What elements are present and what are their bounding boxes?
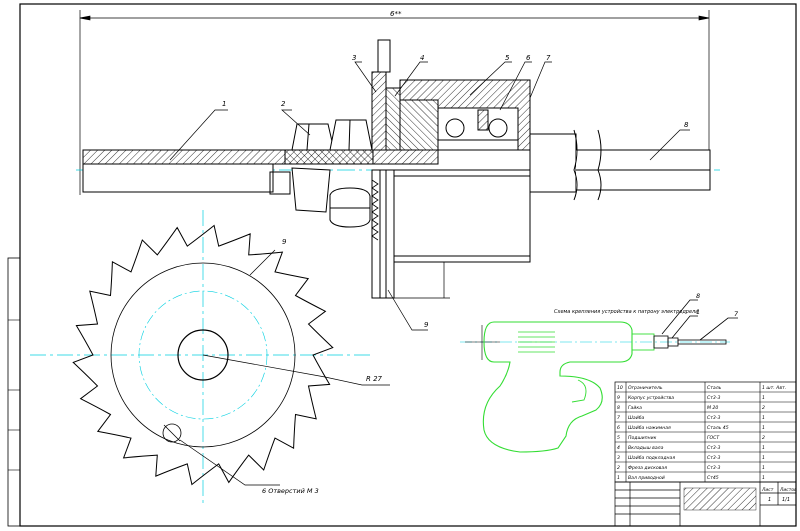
bom-cell-pos: 10 [617,385,623,391]
drill-callout-7: 7 [734,310,739,318]
bom-cell-material: Сталь [707,385,722,391]
bom-cell-pos: 1 [617,475,620,481]
callout-2: 2 [281,100,286,108]
callout-9-disc: 9 [282,238,287,246]
bom-cell-qty: 1 [762,425,765,431]
callout-9-lower: 9 [424,321,429,329]
drill-body [482,321,633,453]
bom-cell-material: М 20 [707,405,718,411]
bom-cell-qty: 1 [762,445,765,451]
bom-cell-name: Вкладыш вала [628,445,664,451]
bom-cell-qty: 1 [762,395,765,401]
bom-cell-name: Шайба нажимная [628,425,671,431]
callout-4: 4 [420,54,424,62]
cutter-inner-circle [110,262,296,448]
bom-cell-pos: 8 [617,405,620,411]
bolt-circle [138,290,268,420]
bom-cell-qty: 2 [762,405,765,411]
callout-5: 5 [505,54,510,62]
radius-label: R 27 [366,375,383,383]
drill-attachment [653,299,738,349]
bom-cell-name: Шайба [628,415,645,421]
callout-1: 1 [222,100,226,108]
bom-cell-qty: 1 шт. Авт. [762,385,786,391]
bom-cell-name: Вал приводной [628,475,665,481]
disc-cutter-view: R 27 6 Отверстий M 3 [30,210,390,505]
title-block [614,481,797,527]
cutter-teeth-edge [371,179,379,241]
bom-cell-material: ГОСТ [707,435,720,441]
callout-8: 8 [684,121,689,129]
bom-cell-pos: 9 [617,395,620,401]
bom-cell-material: Ст45 [707,475,719,481]
callout-3: 3 [352,54,356,62]
shaft-assembly [82,39,711,299]
bom-cell-pos: 5 [617,435,620,441]
bom-cell-name: Подшипник [628,435,657,441]
drill-callout-1: 1 [696,308,700,316]
scheme-caption: Схема крепления устройства к патрону эле… [554,309,699,315]
callout-7: 7 [546,54,551,62]
height-dimension [394,261,450,299]
overall-dimension [79,10,710,195]
drill-vents [518,331,555,353]
drill-trigger [571,379,587,403]
bom-cell-material: Ст3-3 [707,465,720,471]
cutter-hub [177,329,229,381]
thread-label: 6 Отверстий M 3 [262,487,319,495]
bolt-hole [162,423,182,443]
bom-cell-name: Ограничитель [628,385,663,391]
bom-cell-qty: 2 [762,435,765,441]
bom-cell-qty: 1 [762,415,765,421]
bom-cell-qty: 1 [762,455,765,461]
bom-cell-material: Ст3-3 [707,395,720,401]
bom-cell-qty: 1 [762,465,765,471]
title-sheets-label: Листов [779,487,797,493]
bom-cell-pos: 3 [617,455,620,461]
bom-cell-pos: 4 [617,445,620,451]
bom-cell-qty: 1 [762,475,765,481]
bom-cell-name: Корпус устройства [628,395,674,401]
sheet-frame [7,3,797,527]
callout-6: 6 [526,54,531,62]
bom-cell-pos: 2 [617,465,620,471]
drill-scheme: Схема крепления устройства к патрону эле… [460,292,739,453]
cutter-teeth-outline [72,224,334,486]
callout-labels: 1 2 3 4 5 6 7 8 9 9 [222,54,689,329]
bom-cell-pos: 7 [617,415,620,421]
title-sheet-number: 1 [768,497,771,503]
title-total: 1/1 [782,497,790,503]
callout-leaders [169,61,690,331]
drill-callout-8: 8 [696,292,700,300]
overall-dimension-label: 6** [390,10,402,18]
bom-cell-material: Сталь 45 [707,425,729,431]
bom-cell-pos: 6 [617,425,620,431]
bom-cell-name: Гайка [628,405,642,411]
bom-cell-name: Шайба подкладная [628,455,675,461]
bom-cell-name: Фреза дисковая [628,465,667,471]
bom-cell-material: Ст3-3 [707,455,720,461]
title-sheet-label: Лист [761,487,774,493]
bom-cell-material: Ст3-3 [707,445,720,451]
bom-cell-material: Ст3-3 [707,415,720,421]
